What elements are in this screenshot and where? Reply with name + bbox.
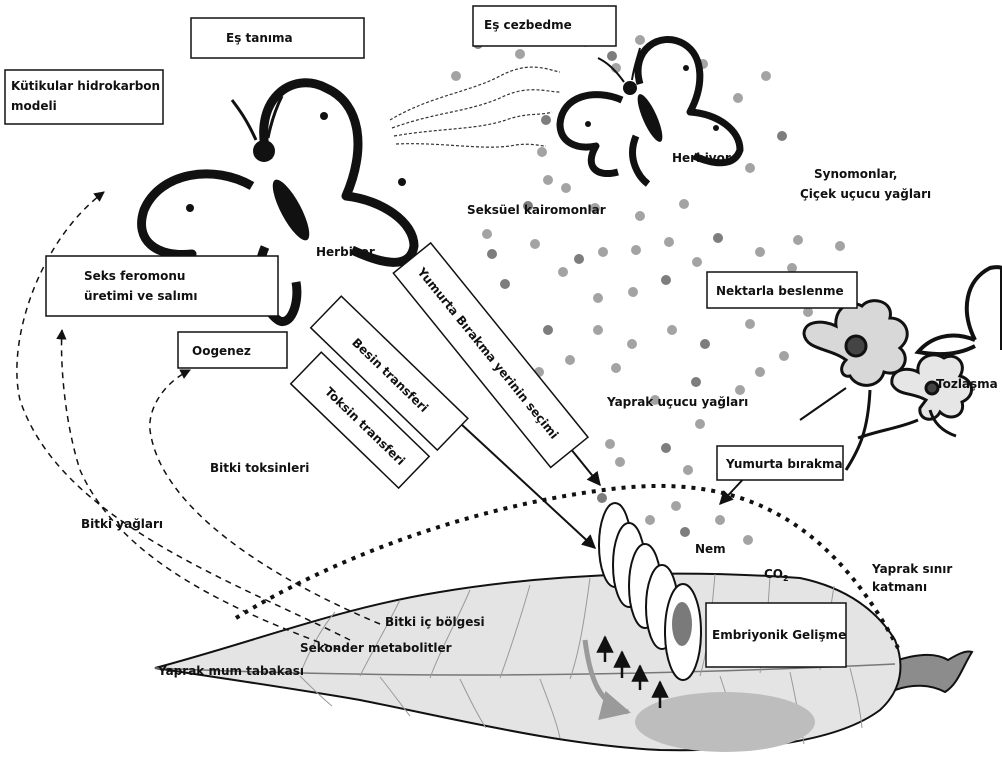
- volatile-dot: [671, 501, 681, 511]
- volatile-dot: [500, 279, 510, 289]
- volatile-dot: [635, 211, 645, 221]
- volatile-dot: [530, 239, 540, 249]
- seks-label-2: üretimi ve salımı: [84, 289, 197, 303]
- synomon-label-1: Synomonlar,: [814, 167, 897, 181]
- volatile-dot: [565, 355, 575, 365]
- yaprak-ucucu-label: Yaprak uçucu yağları: [606, 395, 748, 409]
- oogenez-label: Oogenez: [192, 344, 251, 358]
- pollinator-butterfly: [918, 267, 1002, 354]
- es-cezbedme-label: Eş cezbedme: [484, 18, 572, 32]
- volatile-dot: [745, 319, 755, 329]
- es-tanima-label: Eş tanıma: [226, 31, 293, 45]
- bitki-toksin-label: Bitki toksinleri: [210, 461, 309, 475]
- volatile-dot: [561, 183, 571, 193]
- volatile-dot: [667, 325, 677, 335]
- volatile-dot: [761, 71, 771, 81]
- volatile-dot: [777, 131, 787, 141]
- volatile-dot: [605, 439, 615, 449]
- herbivor-right-label: Herbivor: [672, 151, 731, 165]
- volatile-dot: [487, 249, 497, 259]
- volatile-dot: [574, 254, 584, 264]
- seks-label-1: Seks feromonu: [84, 269, 185, 283]
- leaf: [155, 574, 972, 752]
- sinir-label-1: Yaprak sınır: [871, 562, 952, 576]
- volatile-dot: [755, 247, 765, 257]
- box-es-cezbedme: Eş cezbedme: [473, 6, 616, 46]
- volatile-dot: [679, 199, 689, 209]
- volatile-dot: [683, 465, 693, 475]
- volatile-dot: [835, 241, 845, 251]
- kutikular-label-1: Kütikular hidrokarbon: [11, 79, 160, 93]
- box-seks-feromon: Seks feromonu üretimi ve salımı: [46, 256, 278, 316]
- volatile-dot: [598, 247, 608, 257]
- nektar-label: Nektarla beslenme: [716, 284, 844, 298]
- volatile-dot: [543, 325, 553, 335]
- volatile-dot: [593, 293, 603, 303]
- volatile-dot: [558, 267, 568, 277]
- volatile-dot: [680, 527, 690, 537]
- volatile-dot: [597, 493, 607, 503]
- nem-label: Nem: [695, 542, 726, 556]
- volatile-dot: [537, 147, 547, 157]
- volatile-dot: [628, 287, 638, 297]
- volatile-dot: [607, 51, 617, 61]
- embryo: [672, 602, 692, 646]
- box-oogenez: Oogenez: [178, 332, 287, 368]
- yumurta-birakma-label: Yumurta bırakma: [725, 457, 843, 471]
- volatile-dot: [593, 325, 603, 335]
- volatile-dot: [645, 515, 655, 525]
- volatile-dot: [611, 363, 621, 373]
- kutikular-label-2: modeli: [11, 99, 57, 113]
- embriyonik-label: Embriyonik Gelişme: [712, 628, 846, 642]
- volatile-dot: [451, 71, 461, 81]
- volatile-dot: [779, 351, 789, 361]
- kairomon-label: Seksüel kairomonlar: [467, 203, 606, 217]
- volatile-dot: [661, 443, 671, 453]
- volatile-dot: [713, 233, 723, 243]
- volatile-dot: [541, 115, 551, 125]
- ic-bolge-label: Bitki iç bölgesi: [385, 615, 485, 629]
- co2-label: CO2: [764, 567, 789, 583]
- volatile-dot: [661, 275, 671, 285]
- volatile-dot: [695, 419, 705, 429]
- leaf-stem: [892, 651, 972, 692]
- volatile-dot: [615, 457, 625, 467]
- mum-label: Yaprak mum tabakası: [157, 664, 304, 678]
- volatile-dot: [635, 35, 645, 45]
- sinir-label-2: katmanı: [872, 580, 927, 594]
- herbivor-left-label: Herbivor: [316, 245, 375, 259]
- bitki-yag-label: Bitki yağları: [81, 517, 163, 531]
- volatile-dot: [793, 235, 803, 245]
- volatile-dot: [692, 257, 702, 267]
- volatile-dot: [733, 93, 743, 103]
- pheromone-signal-lines: [390, 67, 560, 147]
- volatile-dot: [543, 175, 553, 185]
- volatile-dot: [735, 385, 745, 395]
- box-nektar: Nektarla beslenme: [707, 272, 857, 308]
- box-yumurta-birakma: Yumurta bırakma: [717, 446, 843, 480]
- volatile-dot: [627, 339, 637, 349]
- box-kutikular: Kütikular hidrokarbon modeli: [5, 70, 163, 124]
- sekonder-label: Sekonder metabolitler: [300, 641, 452, 655]
- volatile-dot: [482, 229, 492, 239]
- volatile-dot: [715, 515, 725, 525]
- volatile-dot: [755, 367, 765, 377]
- volatile-dot: [664, 237, 674, 247]
- volatile-dot: [691, 377, 701, 387]
- flower-to-oviposition-line: [800, 388, 846, 420]
- synomon-label-2: Çiçek uçucu yağları: [800, 187, 931, 201]
- volatile-dot: [515, 49, 525, 59]
- box-es-tanima: Eş tanıma: [191, 18, 364, 58]
- volatile-dot: [743, 535, 753, 545]
- volatile-dot: [745, 163, 755, 173]
- volatile-dot: [631, 245, 641, 255]
- gut-region: [635, 692, 815, 752]
- tozlasma-label: Tozlaşma: [936, 377, 998, 391]
- volatile-dot: [700, 339, 710, 349]
- box-embriyonik: Embriyonik Gelişme: [706, 603, 846, 667]
